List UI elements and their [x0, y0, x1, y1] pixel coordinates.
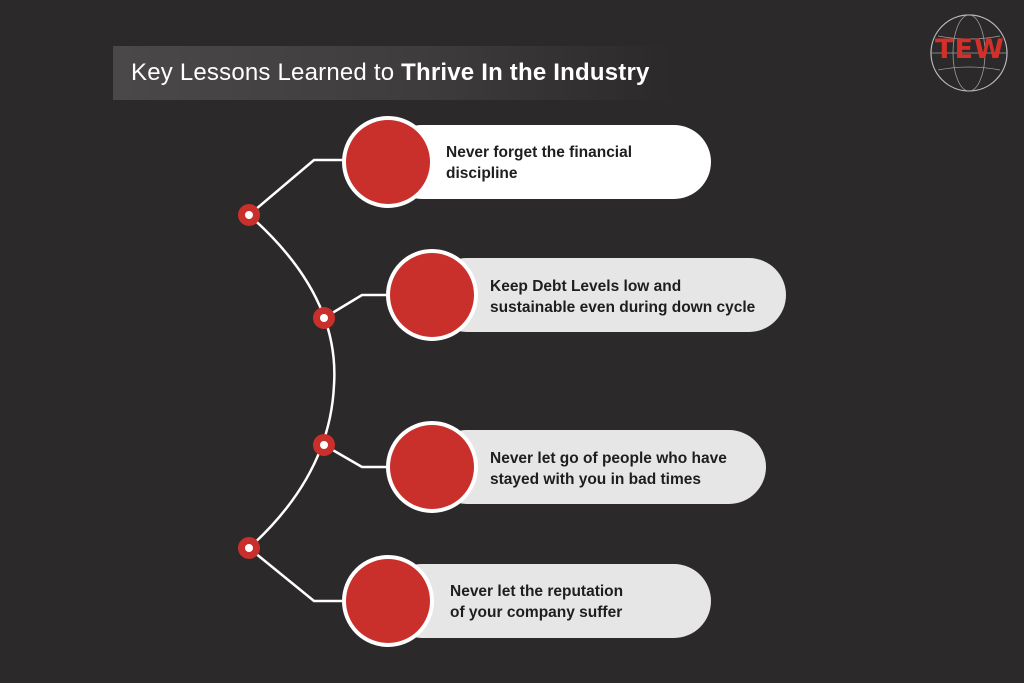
connector-4 — [248, 547, 345, 603]
logo-wordmark: TEW — [935, 34, 1005, 65]
lesson-pill-4 — [385, 564, 711, 638]
lesson-pill-3 — [430, 430, 766, 504]
lesson-text-2: Keep Debt Levels low and sustainable eve… — [490, 278, 756, 316]
node-dot-3 — [313, 434, 335, 456]
timeline-arc — [248, 214, 336, 549]
node-dot-2 — [313, 307, 335, 329]
lesson-pill-2 — [430, 258, 786, 332]
page-title: Key Lessons Learned to Thrive In the Ind… — [131, 56, 650, 90]
connector-3 — [323, 443, 390, 469]
lesson-text-1: Never forget the financial discipline — [446, 144, 633, 182]
lesson-circle-3 — [386, 421, 478, 513]
node-dot-4 — [238, 537, 260, 559]
lesson-circle-4 — [342, 555, 434, 647]
lesson-circle-1 — [342, 116, 434, 208]
lesson-circle-2 — [386, 249, 478, 341]
lesson-pill-1 — [385, 125, 711, 199]
title-part-regular: Key Lessons Learned to — [131, 59, 402, 86]
node-dot-1 — [238, 204, 260, 226]
title-band — [113, 46, 673, 100]
title-part-bold: Thrive In the Industry — [401, 59, 650, 86]
lesson-text-3: Never let go of people who have stayed w… — [490, 450, 727, 488]
connector-1 — [248, 158, 345, 216]
globe-icon — [930, 14, 1008, 92]
lesson-text-4: Never let the reputation of your company… — [450, 583, 624, 621]
connector-2 — [323, 293, 390, 320]
